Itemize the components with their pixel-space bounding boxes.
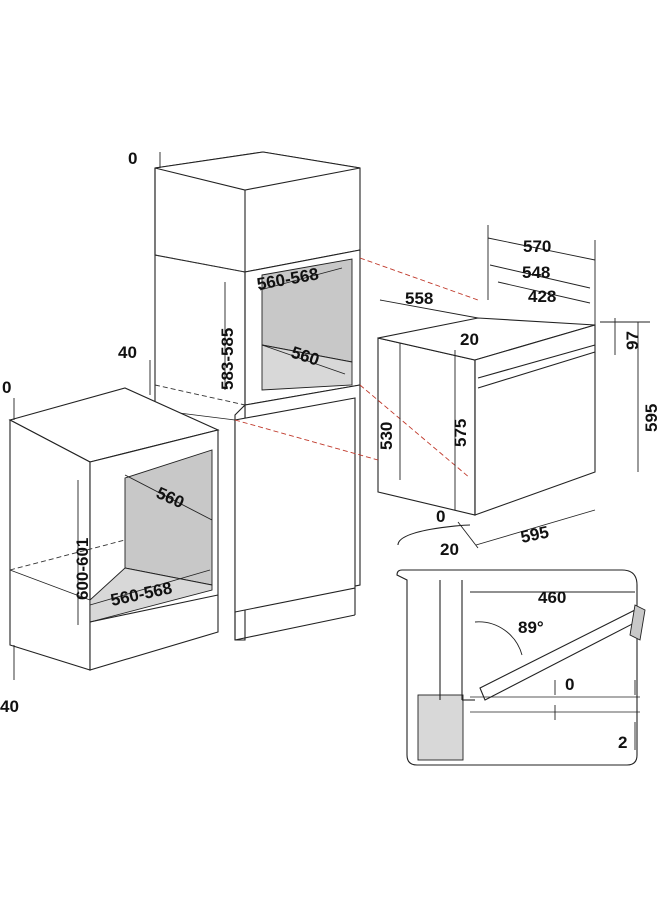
oven (377, 317, 596, 516)
door-width-label: 460 (538, 588, 566, 607)
oven-body-height-label: 530 (377, 422, 396, 450)
door-detail-inset (396, 524, 646, 766)
oven-width-label: 595 (519, 522, 551, 546)
oven-depth-428-label: 428 (528, 287, 556, 306)
oven-front-height-label: 575 (451, 419, 470, 447)
oven-side-depth-label: 558 (405, 289, 433, 308)
unit-opening-height-label: 600-601 (73, 538, 92, 600)
door-clearance-label: 2 (618, 733, 627, 752)
oven-depth-548-label: 548 (522, 263, 550, 282)
oven-top-offset-label: 20 (460, 330, 479, 349)
col-top-gap-label: 0 (128, 149, 137, 168)
unit-top-gap-label: 0 (2, 378, 11, 397)
tall-column-cabinet (154, 151, 361, 641)
col-opening-height-label: 583-585 (218, 328, 237, 390)
col-plinth-label: 40 (118, 343, 137, 362)
labels: 0 560-568 583-585 560 40 0 560 600-601 5… (0, 149, 660, 752)
oven-total-height-label: 595 (642, 404, 660, 432)
base-unit-cabinet (8, 387, 220, 671)
oven-panel-height-label: 97 (623, 331, 642, 350)
oven-depth-total-label: 570 (523, 237, 551, 256)
dimension-lines (13, 152, 650, 680)
oven-front-offset-label: 20 (440, 540, 459, 559)
door-gap-label: 0 (565, 675, 574, 694)
alignment-lines (234, 257, 479, 479)
oven-bottom-gap-label: 0 (436, 507, 445, 526)
unit-plinth-label: 40 (0, 697, 19, 716)
door-angle-label: 89° (518, 618, 544, 637)
